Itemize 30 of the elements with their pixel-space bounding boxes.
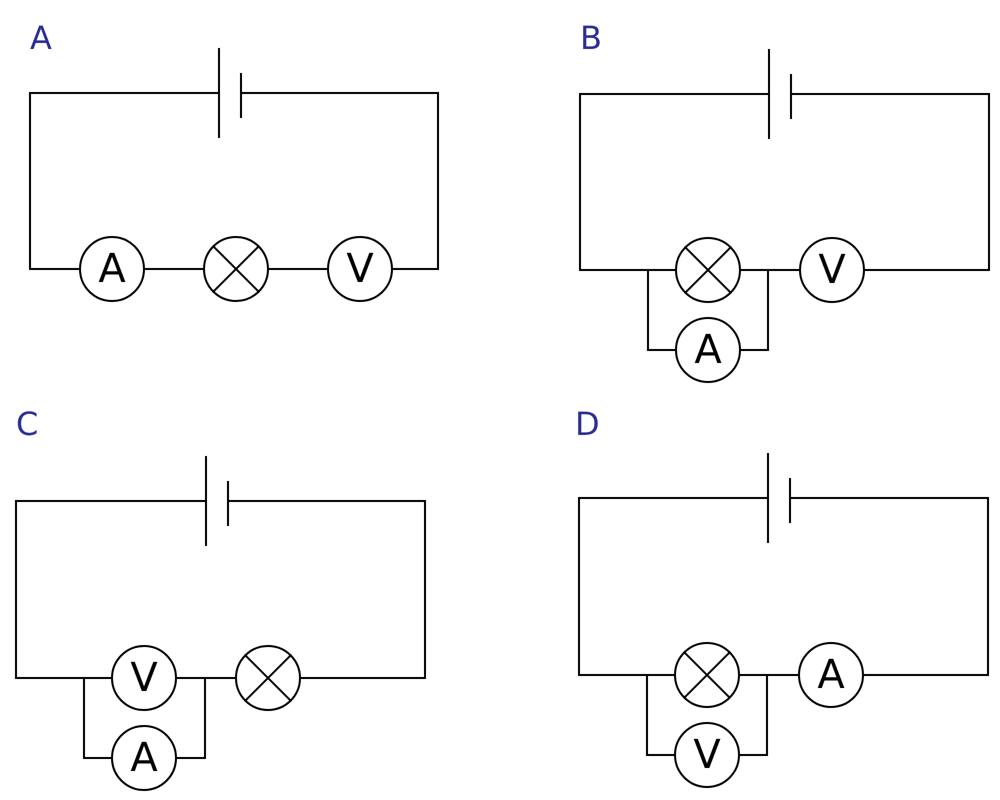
wire [740,674,798,756]
meter-symbol: A [79,236,145,302]
wire [229,500,426,679]
meter-symbol: V [327,236,393,302]
battery-symbol [205,456,229,546]
wire [269,268,327,270]
lamp-symbol [674,642,740,708]
lamp-symbol [675,237,741,303]
meter-symbol: A [798,642,864,708]
wire [242,92,439,270]
meter-symbol: V [674,722,740,788]
panel-label: C [16,408,38,440]
meter-symbol: V [111,645,177,711]
battery-symbol [767,453,791,543]
panel-label: A [30,22,52,54]
wire [29,92,218,270]
meter-symbol: V [799,237,865,303]
wire [145,268,203,270]
meter-symbol: A [111,725,177,791]
battery-symbol [218,48,242,138]
panel-label: B [580,22,602,54]
meter-symbol: A [675,317,741,383]
wire [741,269,799,351]
lamp-symbol [235,645,301,711]
wire [177,677,235,759]
lamp-symbol [203,236,269,302]
wire [792,93,990,271]
panel-label: D [575,408,600,440]
wire [791,497,989,676]
battery-symbol [768,49,792,139]
